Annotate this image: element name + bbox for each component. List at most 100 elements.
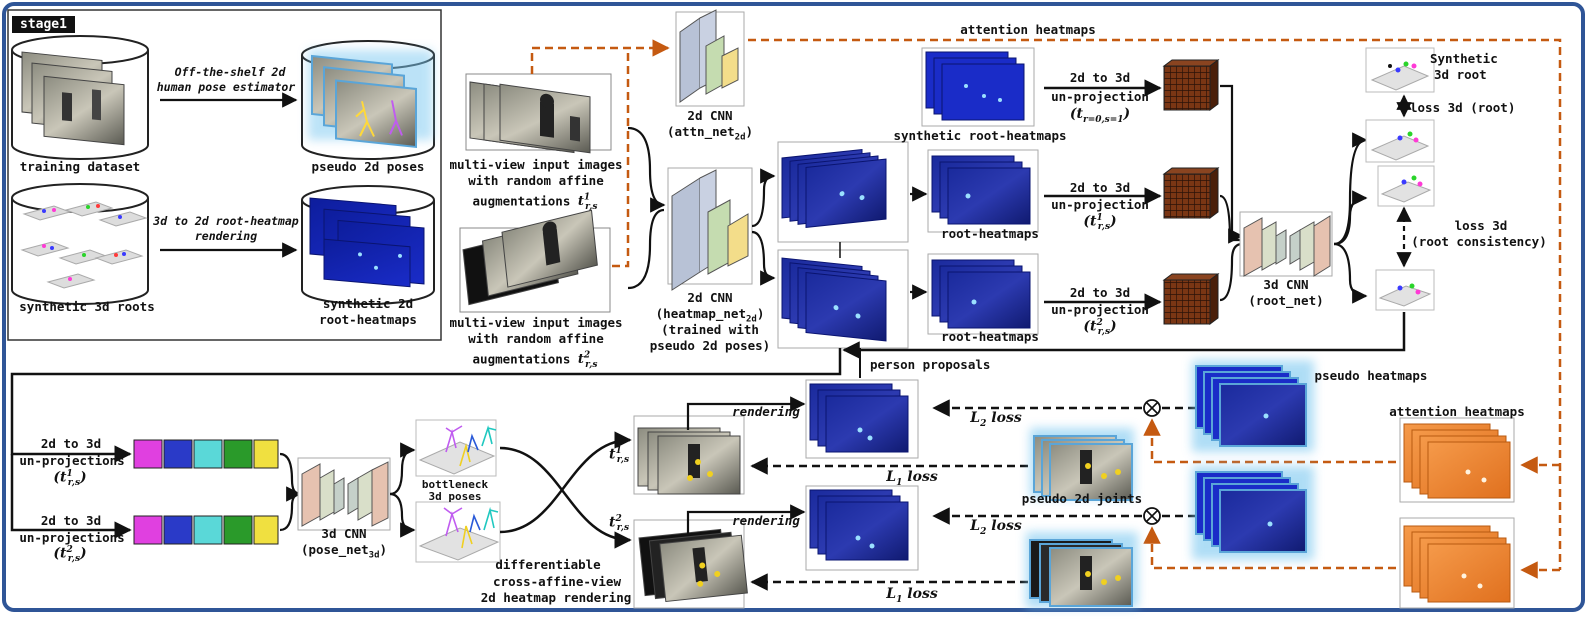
unprojections-2c: (t2r,s)	[53, 545, 87, 565]
bottleneck-pose-1	[415, 419, 497, 477]
pseudo-2d-poses-label: pseudo 2d poses	[311, 159, 425, 174]
heatmap-net-label-4: pseudo 2d poses)	[649, 338, 771, 353]
unproj-mid-1: 2d to 3d	[1069, 180, 1131, 195]
loss-root-label: loss 3d (root)	[1410, 100, 1516, 115]
root-heatmap-stack-2	[927, 253, 1039, 335]
pseudo-heatmap-stack-1	[1192, 360, 1314, 452]
diff-render-label-1: differentiable	[495, 557, 601, 572]
rendering-label-2: rendering	[194, 229, 258, 243]
pseudo-2d-joints-view1	[1030, 428, 1134, 501]
attn-net-2d-cnn	[675, 9, 745, 107]
unproj-mid-3: (t1r,s)	[1083, 213, 1117, 233]
unproj-bot-3: (t2r,s)	[1083, 318, 1117, 338]
training-dataset-cylinder	[11, 35, 149, 160]
estimator-label-2: human pose estimator	[156, 80, 296, 94]
unproj-top-1: 2d to 3d	[1069, 70, 1131, 85]
pseudo-heatmap-stack-2	[1192, 466, 1314, 560]
pose-net-label-2: (pose_net3d)	[300, 542, 388, 561]
root-plot-pred-1	[1365, 119, 1435, 163]
rendered-image-view1	[633, 415, 745, 495]
volume-cube-bottom	[1162, 273, 1220, 325]
root-heatmaps-label-2: root-heatmaps	[941, 329, 1039, 344]
volume-cube-top	[1162, 59, 1220, 111]
synthetic-root-plots	[20, 201, 148, 289]
synthetic-3d-roots-cylinder	[11, 183, 149, 305]
input-view1-line3: augmentations t1r,s	[472, 193, 598, 212]
attention-heatmaps-top-label: attention heatmaps	[960, 22, 1096, 37]
pseudo-2d-poses-cylinder	[301, 40, 435, 160]
synthetic-3d-roots-label: synthetic 3d roots	[19, 299, 155, 314]
heatmap-net-label-3: (trained with	[661, 322, 759, 337]
l2-loss-label-1: L2 loss	[970, 410, 1022, 429]
unproj-top-2: un-projection	[1051, 89, 1149, 104]
input-images-view2	[459, 209, 611, 313]
heatmap-net-label-2: (heatmap_net2d)	[655, 306, 765, 325]
heatmap-stack-view2	[777, 249, 909, 349]
bottleneck-label-1: bottleneck	[421, 478, 489, 491]
t-view2-label: t2r,s	[608, 514, 630, 534]
multiply-node-1	[1143, 399, 1161, 417]
attention-heatmaps-right-label: attention heatmaps	[1389, 404, 1525, 419]
heatmap-stack-view1	[777, 141, 909, 243]
rendered-heatmap-stack-2	[805, 485, 919, 571]
loss-consistency-label-2: (root consistency)	[1411, 234, 1547, 249]
colored-volumes-row1	[133, 439, 279, 469]
l2-loss-label-2: L2 loss	[970, 518, 1022, 537]
root-plot-synthetic	[1365, 47, 1435, 93]
root-plot-pred-2	[1377, 165, 1435, 207]
rendered-image-view2	[633, 519, 748, 609]
synthetic-2d-label-1: synthetic 2d	[322, 296, 414, 311]
rendered-heatmap-stack-1	[805, 379, 919, 459]
pseudo-heatmaps-label: pseudo heatmaps	[1314, 368, 1428, 383]
unproj-bot-1: 2d to 3d	[1069, 285, 1131, 300]
unproj-mid-2: un-projection	[1051, 197, 1149, 212]
attn-net-label-2: (attn_net2d)	[666, 124, 754, 143]
l1-loss-label-1: L1 loss	[886, 469, 938, 488]
training-dataset-label: training dataset	[19, 159, 141, 174]
colored-volumes-row2	[133, 515, 279, 545]
l1-loss-label-2: L1 loss	[886, 586, 938, 605]
unprojections-1c: (t1r,s)	[53, 469, 87, 489]
person-proposals-label: person proposals	[870, 357, 991, 372]
pseudo-2d-joints-view2	[1026, 532, 1138, 608]
volume-cube-mid	[1162, 167, 1220, 219]
rendering-label-view1: rendering	[732, 404, 800, 419]
heatmap-net-2d-cnn	[667, 167, 753, 291]
attention-heatmap-stack-2	[1399, 517, 1515, 609]
diff-render-label-2: cross-affine-view	[493, 574, 621, 589]
synthetic-2d-heatmaps-cylinder	[301, 185, 435, 305]
root-plot-pred-3	[1375, 269, 1435, 311]
multiply-node-2	[1143, 507, 1161, 525]
input-view2-line1: multi-view input images	[449, 315, 623, 330]
root-heatmaps-label-1: root-heatmaps	[941, 226, 1039, 241]
pseudo-2d-joints-label: pseudo 2d joints	[1021, 491, 1143, 506]
synthetic-root-heatmaps-label: synthetic root-heatmaps	[893, 128, 1067, 143]
loss-consistency-label-1: loss 3d	[1454, 218, 1508, 233]
pose-net-label-1: 3d CNN	[321, 526, 367, 541]
synthetic-2d-label-2: root-heatmaps	[319, 312, 417, 327]
synthetic-3d-root-label-2: 3d root	[1434, 67, 1487, 82]
input-view2-line3: augmentations t2r,s	[472, 351, 598, 370]
outer-frame	[2, 2, 1585, 612]
estimator-label-1: Off-the-shelf 2d	[174, 65, 286, 79]
bottleneck-pose-2	[415, 501, 501, 563]
synthetic-root-heatmap-stack	[921, 47, 1035, 127]
attention-heatmap-stack-1	[1399, 417, 1515, 503]
input-images-view1	[465, 73, 612, 154]
unprojections-2b: un-projections	[19, 530, 125, 545]
unprojections-1a: 2d to 3d	[40, 436, 102, 451]
rendering-label-1: 3d to 2d root-heatmap	[153, 214, 299, 228]
input-view1-line2: with random affine	[468, 173, 604, 188]
root-net-label-2: (root_net)	[1248, 293, 1324, 308]
attn-net-label-1: 2d CNN	[687, 108, 733, 123]
t-view1-label: t1r,s	[608, 446, 630, 466]
unproj-bot-2: un-projection	[1051, 302, 1149, 317]
root-net-3d-cnn	[1239, 211, 1333, 277]
synthetic-3d-root-label-1: Synthetic	[1430, 51, 1498, 66]
input-view1-line1: multi-view input images	[449, 157, 623, 172]
diff-render-label-3: 2d heatmap rendering	[480, 590, 632, 605]
rendering-label-view2: rendering	[732, 513, 800, 528]
unprojections-1b: un-projections	[19, 453, 125, 468]
bottleneck-label-2: 3d poses	[428, 490, 482, 503]
